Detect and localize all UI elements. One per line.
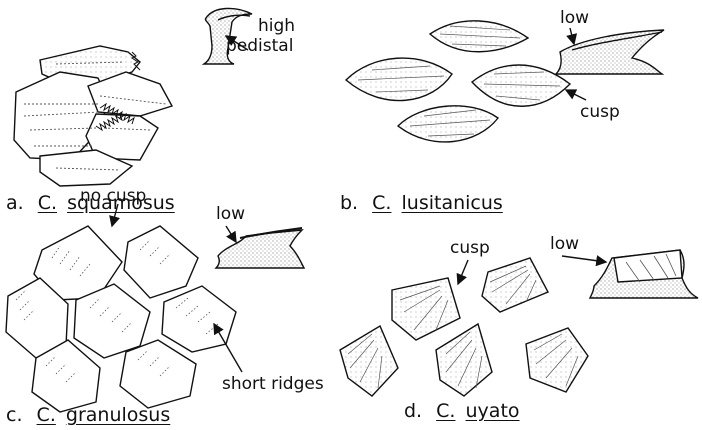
scale-d-2 xyxy=(482,258,548,312)
panel-c-scales xyxy=(6,204,242,412)
scale-c-2 xyxy=(124,226,198,298)
caption-c-letter: c. xyxy=(6,404,23,426)
annotation-short-ridges: short ridges xyxy=(222,376,324,393)
caption-c-genus: C. xyxy=(37,404,56,426)
caption-b-letter: b. xyxy=(340,192,358,214)
caption-d: d. C. uyato xyxy=(404,402,520,421)
panel-c-profile xyxy=(216,226,304,268)
caption-d-letter: d. xyxy=(404,400,422,422)
caption-c: c. C. granulosus xyxy=(6,406,170,425)
annotation-cusp-d: cusp xyxy=(450,240,490,257)
panel-b-scales xyxy=(346,21,586,142)
annotation-cusp-b: cusp xyxy=(580,104,620,121)
panel-d-scales xyxy=(340,258,588,396)
scale-d-5 xyxy=(526,328,588,392)
annotation-high: high xyxy=(258,18,295,35)
annotation-no-cusp: no cusp xyxy=(80,188,146,205)
scale-d-1 xyxy=(392,278,460,340)
caption-c-species: granulosus xyxy=(66,404,170,426)
caption-b-genus: C. xyxy=(372,192,391,214)
caption-b: b. C. lusitanicus xyxy=(340,194,503,213)
caption-a-letter: a. xyxy=(6,192,24,214)
annotation-low-c: low xyxy=(216,206,245,223)
scale-d-4 xyxy=(436,324,492,396)
panel-b-profile xyxy=(556,28,664,74)
panel-a-scales xyxy=(14,46,172,186)
scale-b-1 xyxy=(430,21,528,52)
caption-d-genus: C. xyxy=(436,400,455,422)
scale-b-4 xyxy=(398,106,498,142)
caption-a-genus: C. xyxy=(38,192,57,214)
annotation-low-b: low xyxy=(560,10,589,27)
scale-c-7 xyxy=(120,340,196,408)
panel-d-profile xyxy=(562,250,698,298)
caption-d-species: uyato xyxy=(466,400,520,422)
annotation-pedistal: pedistal xyxy=(226,38,293,55)
caption-b-species: lusitanicus xyxy=(402,192,503,214)
scale-b-2 xyxy=(346,58,452,100)
annotation-low-d: low xyxy=(550,236,579,253)
